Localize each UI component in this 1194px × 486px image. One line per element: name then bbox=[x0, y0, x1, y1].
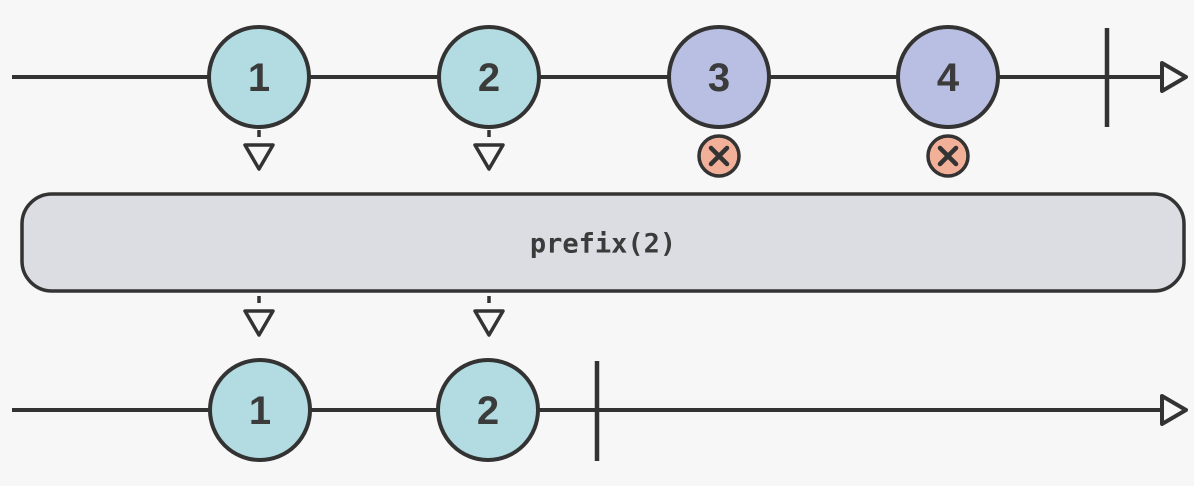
output-emit-arrow-1 bbox=[243, 296, 275, 337]
source-emit-arrow-1 bbox=[243, 130, 275, 171]
drop-badge-3 bbox=[697, 134, 741, 178]
output-emit-arrow-2 bbox=[473, 296, 505, 337]
x-mark-icon bbox=[708, 145, 730, 167]
marble-label: 2 bbox=[478, 56, 500, 100]
down-arrow-icon bbox=[243, 143, 275, 171]
down-arrow-icon bbox=[473, 143, 505, 171]
marble-circle bbox=[667, 25, 771, 129]
source-marble-1: 1 bbox=[207, 25, 311, 129]
marble-circle bbox=[437, 25, 541, 129]
source-marble-2: 2 bbox=[437, 25, 541, 129]
source-timeline-arrow-icon bbox=[1160, 61, 1188, 93]
marble-circle bbox=[436, 358, 540, 462]
source-marble-4: 4 bbox=[896, 25, 1000, 129]
output-timeline-arrow-icon bbox=[1160, 394, 1188, 426]
output-marble-2: 2 bbox=[436, 358, 540, 462]
marble-label: 1 bbox=[248, 56, 270, 100]
source-timeline: 1 2 3 4 bbox=[12, 25, 1188, 178]
source-emit-arrow-2 bbox=[473, 130, 505, 171]
x-mark-icon bbox=[937, 145, 959, 167]
operator-box-rect bbox=[20, 192, 1186, 293]
output-marble-1: 1 bbox=[208, 358, 312, 462]
marble-circle bbox=[208, 358, 312, 462]
down-arrow-icon bbox=[243, 309, 275, 337]
marble-circle bbox=[207, 25, 311, 129]
marble-label: 3 bbox=[708, 56, 730, 100]
marble-label: 2 bbox=[477, 389, 499, 433]
marble-circle bbox=[896, 25, 1000, 129]
down-arrow-icon bbox=[473, 309, 505, 337]
operator-box: prefix(2) bbox=[20, 192, 1186, 293]
drop-badge-4 bbox=[926, 134, 970, 178]
output-timeline: 1 2 bbox=[12, 358, 1188, 462]
operator-label: prefix(2) bbox=[530, 228, 676, 259]
source-marble-3: 3 bbox=[667, 25, 771, 129]
marble-label: 1 bbox=[249, 389, 271, 433]
marble-label: 4 bbox=[937, 56, 960, 100]
